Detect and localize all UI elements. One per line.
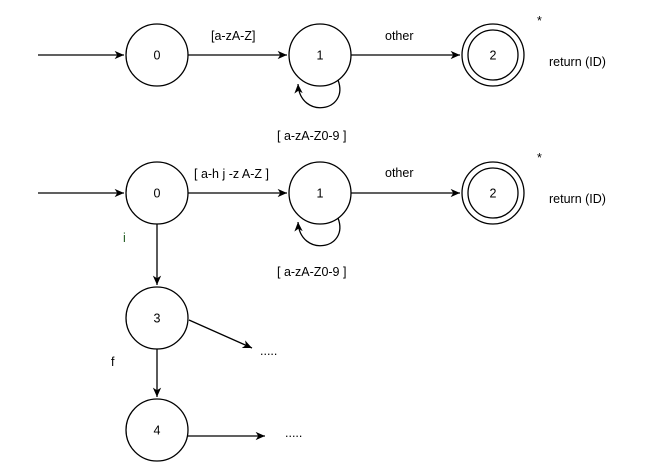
edge-0-to-3-label: i <box>123 231 126 245</box>
state-2-label: 2 <box>490 49 497 63</box>
edge-0-to-1-label: [a-zA-Z] <box>211 29 255 43</box>
state-0-label: 0 <box>154 49 161 63</box>
state-0-label: 0 <box>154 187 161 201</box>
self-loop-1-label: [ a-zA-Z0-9 ] <box>277 265 346 279</box>
edge-1-to-2-label: other <box>385 166 414 180</box>
state-1-label: 1 <box>317 187 324 201</box>
state-2-accepting-inner <box>467 167 519 219</box>
edge-3-to-4-label: f <box>111 355 115 369</box>
state-3-label: 3 <box>154 312 161 326</box>
edge-3-out <box>188 319 253 349</box>
edge-4-out-label: ..... <box>285 426 302 440</box>
state-1-label: 1 <box>317 49 324 63</box>
retract-star: * <box>537 151 542 165</box>
self-loop-1 <box>294 79 341 109</box>
state-4-label: 4 <box>154 424 161 438</box>
action-return-id: return (ID) <box>549 192 606 206</box>
self-loop-1-label: [ a-zA-Z0-9 ] <box>277 129 346 143</box>
dfa-identifier-keyword: 0 [ a-h j -z A-Z ] 1 [ a-zA-Z0-9 ] other… <box>38 151 606 462</box>
self-loop-1 <box>294 217 341 247</box>
state-4 <box>125 398 189 462</box>
dfa-identifier-top: 0 [a-zA-Z] 1 [ a-zA-Z0-9 ] other 2 * ret… <box>38 14 606 143</box>
edge-1-to-2-label: other <box>385 29 414 43</box>
retract-star: * <box>537 14 542 28</box>
state-2-accepting-inner <box>467 29 519 81</box>
state-2-label: 2 <box>490 187 497 201</box>
edge-0-to-1-label: [ a-h j -z A-Z ] <box>194 167 269 181</box>
action-return-id: return (ID) <box>549 55 606 69</box>
edge-3-out-label: ..... <box>260 344 277 358</box>
